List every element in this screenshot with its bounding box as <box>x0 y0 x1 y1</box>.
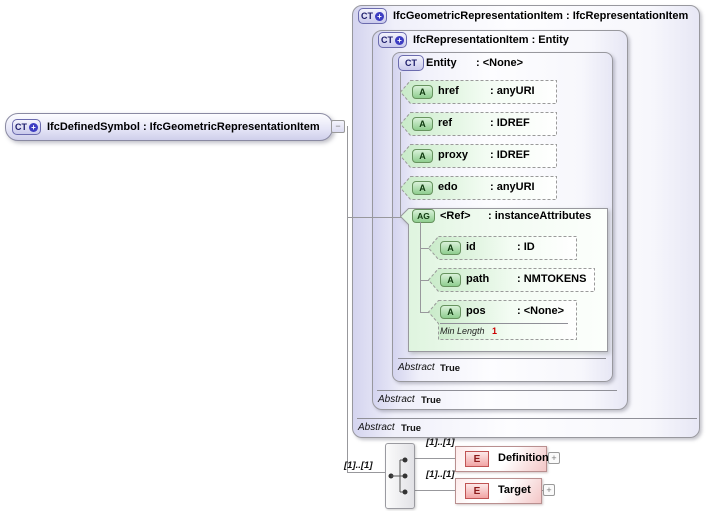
attribute-name: pos <box>466 305 486 317</box>
attribute-icon: A <box>440 241 461 255</box>
attribute-type: : anyURI <box>490 181 535 193</box>
type-title: IfcRepresentationItem : Entity <box>413 34 569 46</box>
element-name: Target <box>498 484 531 496</box>
attribute-group-name: <Ref> <box>440 210 471 222</box>
attribute-proxy[interactable]: A proxy : IDREF <box>400 144 557 168</box>
attribute-icon: A <box>440 273 461 287</box>
connector-line <box>421 280 429 281</box>
derived-plus-icon: + <box>375 11 384 21</box>
entity-base-type: : <None> <box>476 57 524 69</box>
element-target[interactable]: E Target <box>455 478 542 504</box>
attribute-icon: A <box>440 305 461 319</box>
collapse-button[interactable]: − <box>331 120 345 133</box>
type-title: IfcGeometricRepresentationItem : IfcRepr… <box>393 10 689 22</box>
connector-line <box>421 312 429 313</box>
attribute-name: path <box>466 273 490 285</box>
attribute-icon: A <box>412 181 433 195</box>
facet-divider <box>398 358 606 359</box>
attribute-pos[interactable]: A pos : <None> Min Length 1 <box>428 300 577 340</box>
derived-plus-icon: + <box>29 122 38 132</box>
connector-line <box>421 248 429 249</box>
element-icon: E <box>465 483 489 499</box>
all-compositor-icon <box>388 457 408 495</box>
attribute-name: proxy <box>438 149 468 161</box>
element-cardinality: [1]..[1] <box>426 469 455 480</box>
facet-divider <box>357 418 697 419</box>
header-ifc-defined-symbol: CT+ IfcDefinedSymbol : IfcGeometricRepre… <box>12 119 320 135</box>
group-cardinality: [1]..[1] <box>344 460 373 471</box>
complex-type-icon: CT+ <box>378 32 407 48</box>
type-box-ifc-defined-symbol[interactable] <box>5 113 333 141</box>
expand-button[interactable]: + <box>543 484 555 496</box>
type-title: IfcDefinedSymbol : IfcGeometricRepresent… <box>47 121 320 133</box>
complex-type-icon: CT+ <box>12 119 41 135</box>
element-definition[interactable]: E Definition <box>455 446 549 472</box>
facet-divider <box>377 390 617 391</box>
facet-divider <box>440 323 568 324</box>
element-name: Definition <box>498 452 549 464</box>
attribute-type: : NMTOKENS <box>517 273 587 285</box>
abstract-label: Abstract <box>398 362 435 373</box>
header-ifc-geometric-representation-item: CT+ IfcGeometricRepresentationItem : Ifc… <box>358 8 688 24</box>
attribute-name: id <box>466 241 476 253</box>
attribute-icon: A <box>412 149 433 163</box>
min-length-label: Min Length <box>440 326 485 336</box>
derived-plus-icon: + <box>395 35 404 45</box>
attribute-type: : IDREF <box>490 117 530 129</box>
attribute-name: ref <box>438 117 453 129</box>
attribute-type: : IDREF <box>490 149 530 161</box>
header-ifc-representation-item: CT+ IfcRepresentationItem : Entity <box>378 32 569 48</box>
connector-line <box>348 472 386 473</box>
attribute-name: href <box>438 85 459 97</box>
abstract-label: Abstract <box>378 394 415 405</box>
group-trunk-line <box>420 222 421 313</box>
attribute-name: edo <box>438 181 458 193</box>
attribute-type: : ID <box>517 241 535 253</box>
attribute-id[interactable]: A id : ID <box>428 236 577 260</box>
connector-line <box>347 126 348 473</box>
connector-line <box>413 490 455 491</box>
element-icon: E <box>465 451 489 467</box>
attribute-ref[interactable]: A ref : IDREF <box>400 112 557 136</box>
attribute-type: : anyURI <box>490 85 535 97</box>
complex-type-icon: CT+ <box>358 8 387 24</box>
abstract-value: True <box>401 423 422 434</box>
model-group-all[interactable] <box>385 443 415 509</box>
header-entity: CT <box>398 55 424 71</box>
attribute-href[interactable]: A href : anyURI <box>400 80 557 104</box>
attribute-icon: A <box>412 117 433 131</box>
abstract-label: Abstract <box>358 422 395 433</box>
attribute-path[interactable]: A path : NMTOKENS <box>428 268 595 292</box>
element-cardinality: [1]..[1] <box>426 437 455 448</box>
attribute-type: : <None> <box>517 305 565 317</box>
complex-type-icon: CT <box>398 55 424 71</box>
connector-line <box>348 217 402 218</box>
attribute-icon: A <box>412 85 433 99</box>
expand-button[interactable]: + <box>548 452 560 464</box>
min-length-value: 1 <box>492 326 498 336</box>
attribute-group-type: : instanceAttributes <box>488 210 592 222</box>
entity-name: Entity <box>426 57 457 69</box>
abstract-value: True <box>440 363 461 374</box>
connector-line <box>413 458 455 459</box>
attribute-edo[interactable]: A edo : anyURI <box>400 176 557 200</box>
attribute-trunk-line <box>400 72 401 217</box>
attribute-group-icon: AG <box>412 209 435 223</box>
abstract-value: True <box>421 395 442 406</box>
